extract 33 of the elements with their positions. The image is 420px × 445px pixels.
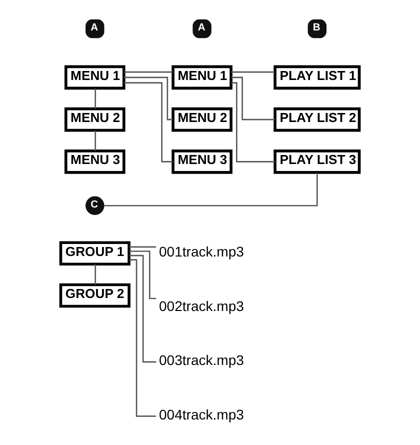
- connector: [104, 172, 318, 206]
- node-box: MENU 3: [172, 150, 232, 174]
- node-box: PLAY LIST 2: [274, 107, 361, 132]
- label: A: [198, 22, 206, 34]
- node-box: MENU 3: [64, 150, 126, 174]
- connector: [124, 71, 173, 73]
- node-box: GROUP 1: [59, 241, 130, 266]
- connector: [124, 76, 173, 120]
- label: B: [312, 22, 320, 34]
- node-box: MENU 2: [64, 107, 126, 132]
- connector: [129, 254, 156, 363]
- connector: [231, 71, 275, 73]
- connector: [94, 130, 96, 151]
- connector: [94, 88, 96, 109]
- node-circle: C: [86, 196, 104, 216]
- node-box: MENU 1: [64, 65, 126, 90]
- connector: [129, 250, 156, 300]
- connector: [124, 82, 173, 162]
- node-box: PLAY LIST 1: [274, 65, 361, 90]
- node-text: 001track.mp3: [159, 244, 244, 260]
- label: A: [90, 22, 98, 34]
- connector: [231, 82, 276, 162]
- connector: [94, 264, 96, 285]
- connector: [231, 76, 275, 120]
- node-box: MENU 2: [172, 107, 232, 132]
- connector: [129, 246, 156, 248]
- connector: [129, 259, 156, 417]
- node-text: 004track.mp3: [159, 406, 244, 422]
- node-box: GROUP 2: [59, 283, 130, 308]
- node-box: MENU 1: [172, 65, 232, 90]
- node-box: PLAY LIST 3: [274, 150, 361, 174]
- node-text: 002track.mp3: [159, 298, 244, 314]
- node-text: 003track.mp3: [159, 352, 244, 368]
